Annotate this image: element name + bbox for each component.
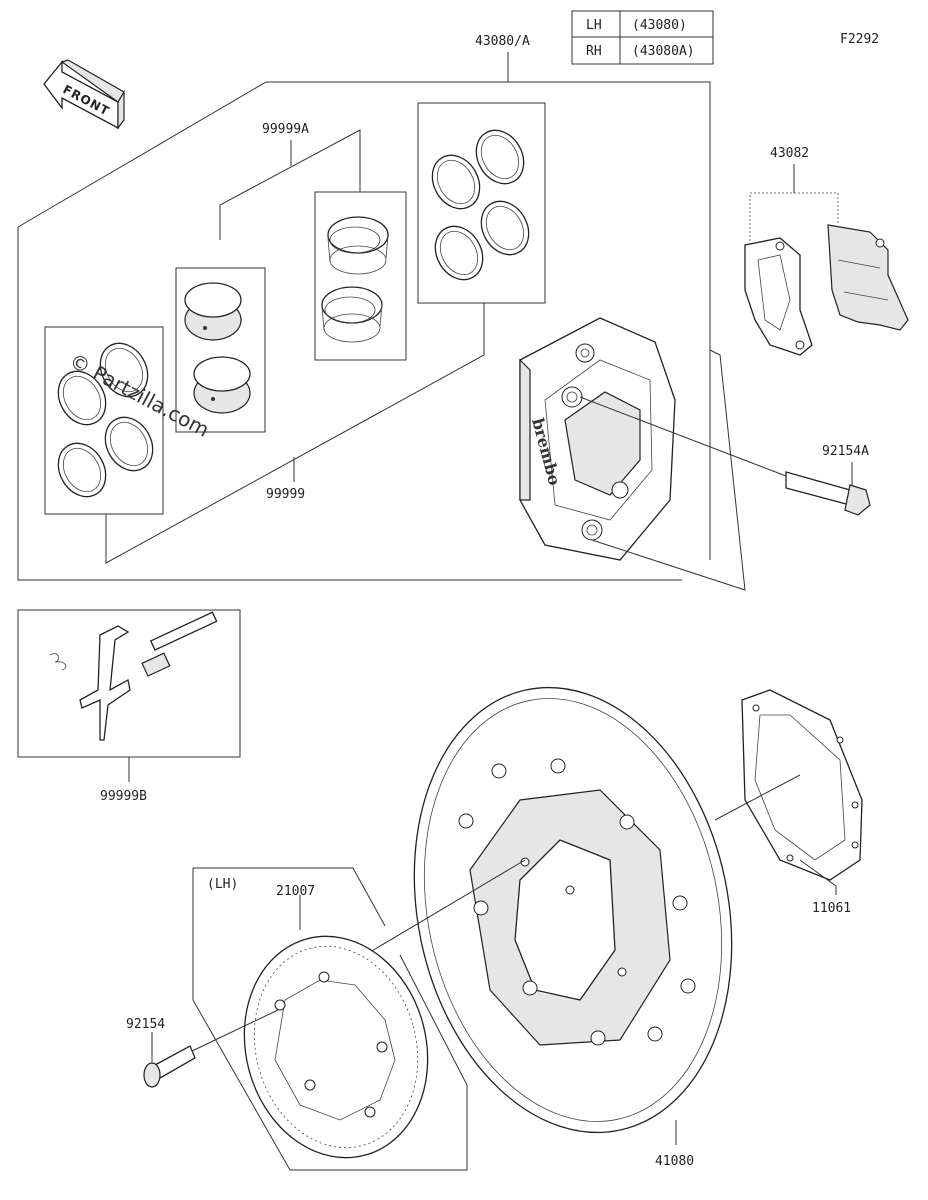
- label-11061: 11061: [812, 901, 851, 916]
- piston-seal-kit-leader: [105, 303, 485, 564]
- figure-code: F2292: [840, 32, 879, 47]
- caliper-assembly-outline: [17, 52, 711, 581]
- label-21007: 21007: [276, 884, 315, 899]
- label-92154: 92154: [126, 1017, 165, 1032]
- label-43080: 43080/A: [475, 34, 530, 49]
- label-99999: 99999: [266, 487, 305, 502]
- seal-kit-a-bracket: [219, 129, 361, 240]
- caliper-bolt: [785, 462, 871, 516]
- front-arrow-icon: FRONT: [43, 59, 125, 130]
- abs-ring: [243, 935, 429, 1159]
- piston-box-right: [314, 191, 407, 361]
- label-92154a: 92154A: [822, 444, 869, 459]
- side-table-lh: LH: [586, 18, 602, 33]
- side-table-rh: RH: [586, 44, 602, 59]
- label-41080: 41080: [655, 1154, 694, 1169]
- piston-box-left: [175, 267, 266, 433]
- ring-bolt: [143, 1009, 279, 1088]
- side-table-lh-code: (43080): [632, 18, 687, 33]
- seal-box-left: [44, 326, 164, 515]
- gasket: [714, 689, 863, 895]
- label-43082: 43082: [770, 146, 809, 161]
- side-table-rh-code: (43080A): [632, 44, 695, 59]
- abs-ring-group: [192, 859, 526, 1171]
- pin-kit-box: [17, 609, 241, 782]
- label-lh: (LH): [207, 877, 238, 892]
- brake-caliper: brembo: [519, 317, 676, 561]
- label-99999b: 99999B: [100, 789, 147, 804]
- brake-disc: [413, 686, 733, 1145]
- brake-pads: [744, 164, 909, 356]
- seal-box-right: [417, 102, 546, 304]
- label-99999a: 99999A: [262, 122, 309, 137]
- side-table: LH (43080) RH (43080A): [571, 10, 714, 65]
